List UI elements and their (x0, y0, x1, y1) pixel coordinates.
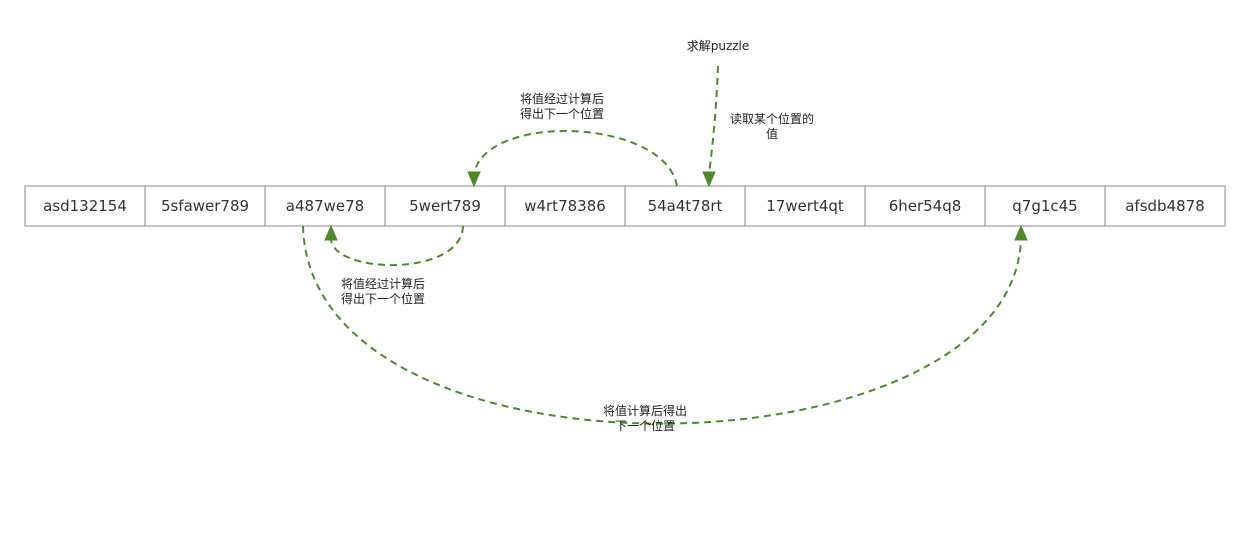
arrowhead-icon (702, 171, 716, 188)
label-read-value-line: 值 (766, 126, 778, 141)
array-cell: asd132154 (24, 185, 146, 227)
arrow-short-bottom-arc (324, 224, 464, 267)
array-cell-value: 5wert789 (409, 197, 481, 215)
array-cell-value: asd132154 (43, 197, 127, 215)
array-cell-value: q7g1c45 (1012, 197, 1077, 215)
array-cell: 54a4t78rt (624, 185, 746, 227)
label-read-value-line: 读取某个位置的 (730, 111, 814, 126)
array-cell: q7g1c45 (984, 185, 1106, 227)
arrow-long-bottom-arc (302, 224, 1028, 425)
arrow-top-arc (467, 130, 678, 188)
array-cell: a487we78 (264, 185, 386, 227)
label-compute-top-line: 将值经过计算后 (520, 91, 604, 106)
array-cell-value: 5sfawer789 (161, 197, 249, 215)
arrowhead-icon (1014, 224, 1028, 241)
arrow-solve-to-read (702, 65, 719, 188)
label-compute-bottom: 将值经过计算后 得出下一个位置 (341, 276, 425, 306)
array-cell: 6her54q8 (864, 185, 986, 227)
array-cell: w4rt78386 (504, 185, 626, 227)
array-cell-value: 17wert4qt (766, 197, 844, 215)
arrowhead-icon (324, 224, 338, 241)
array-cell-value: a487we78 (286, 197, 364, 215)
label-compute-long: 将值计算后得出 下一个位置 (603, 403, 687, 433)
array-cell: 5sfawer789 (144, 185, 266, 227)
label-compute-long-line: 将值计算后得出 (603, 403, 687, 418)
array-cell-value: 6her54q8 (889, 197, 962, 215)
label-read-value: 读取某个位置的 值 (730, 111, 814, 141)
array-cell-value: w4rt78386 (524, 197, 606, 215)
label-solve-puzzle: 求解puzzle (687, 39, 750, 53)
arrowhead-icon (467, 171, 481, 188)
array-row: asd132154 5sfawer789 a487we78 5wert789 w… (24, 185, 1226, 227)
array-cell-value: afsdb4878 (1125, 197, 1205, 215)
label-compute-bottom-line: 得出下一个位置 (341, 291, 425, 306)
array-cell: 5wert789 (384, 185, 506, 227)
label-compute-bottom-line: 将值经过计算后 (341, 276, 425, 291)
label-compute-top-line: 得出下一个位置 (520, 106, 604, 121)
label-compute-top: 将值经过计算后 得出下一个位置 (520, 91, 604, 121)
array-cell: afsdb4878 (1104, 185, 1226, 227)
label-compute-long-line: 下一个位置 (615, 418, 675, 433)
array-cell-value: 54a4t78rt (648, 197, 723, 215)
array-cell: 17wert4qt (744, 185, 866, 227)
